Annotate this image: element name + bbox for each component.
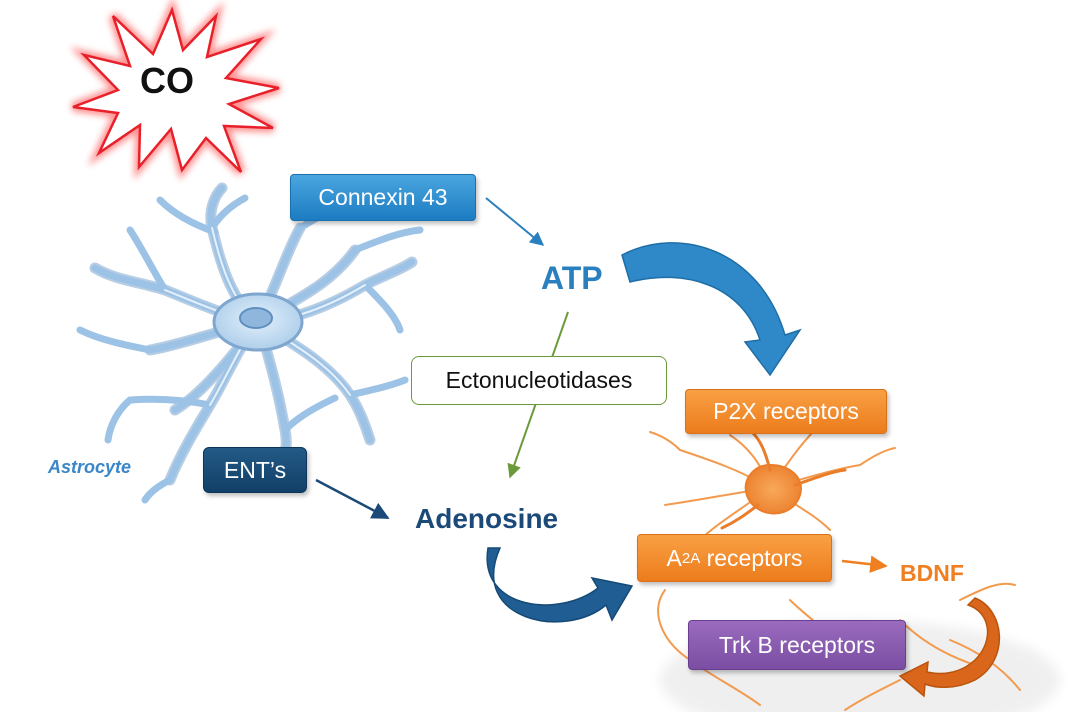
curved-arrow-adenosine-a2a (486, 547, 634, 623)
arrow-ents-to-adenosine (315, 478, 390, 520)
ectonucleotidases-box: Ectonucleotidases (411, 356, 667, 405)
co-starburst (69, 0, 281, 181)
a2a-subscript: 2A (681, 549, 701, 567)
a2a-suffix: receptors (700, 544, 803, 571)
curved-arrow-bdnf-loop (898, 597, 1001, 698)
ents-box: ENT’s (203, 447, 307, 493)
astrocyte-cell (76, 182, 424, 504)
atp-label: ATP (541, 260, 603, 296)
bdnf-label: BDNF (900, 560, 964, 586)
co-label: CO (140, 60, 194, 101)
arrow-a2a-to-bdnf (841, 555, 888, 573)
connexin-43-box: Connexin 43 (290, 174, 476, 221)
connector-arrows (315, 197, 1001, 698)
curved-arrow-atp-p2x (621, 242, 802, 377)
arrow-connexin-to-atp (485, 197, 545, 246)
trkb-receptors-box: Trk B receptors (688, 620, 906, 670)
astrocyte-label: Astrocyte (48, 457, 132, 477)
a2a-main: A (666, 544, 682, 571)
p2x-receptors-box: P2X receptors (685, 389, 887, 434)
adenosine-label: Adenosine (415, 503, 559, 534)
